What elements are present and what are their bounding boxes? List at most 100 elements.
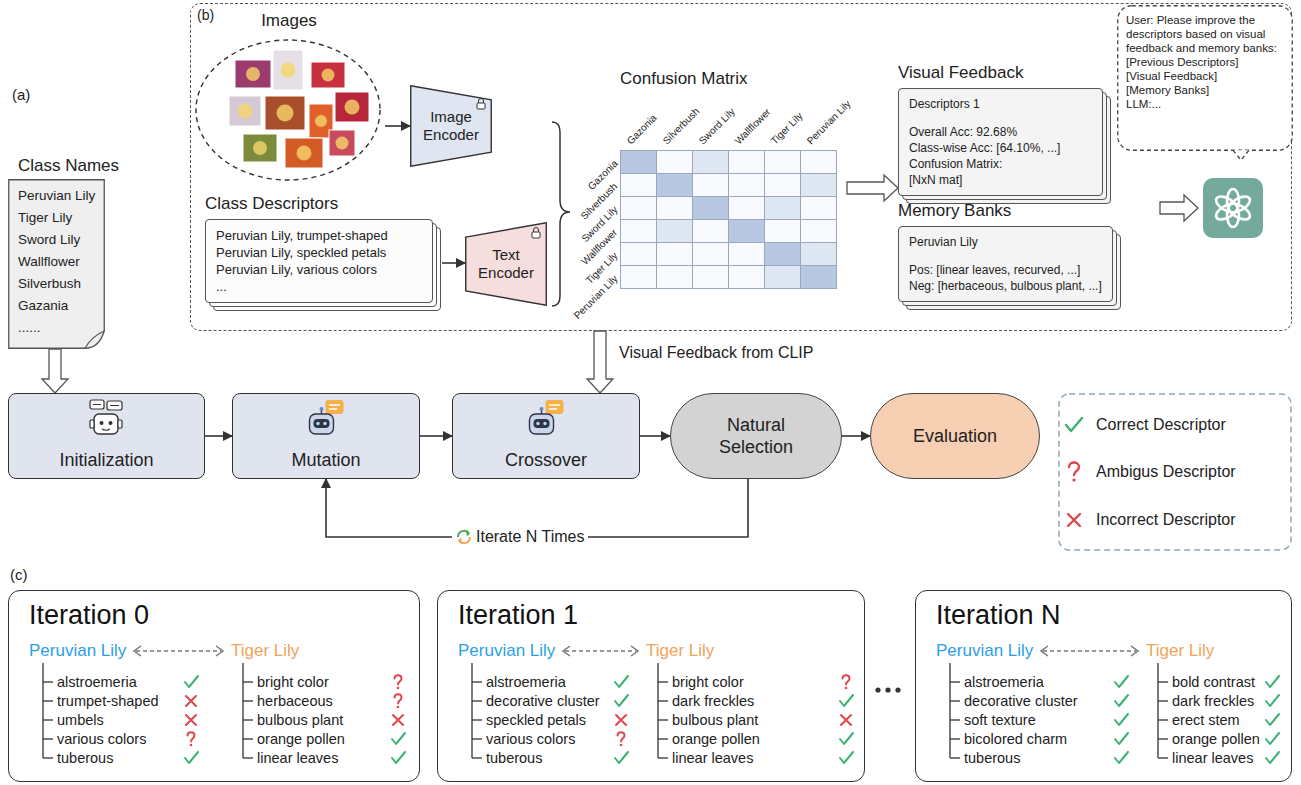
matrix-cell [621, 266, 657, 289]
prompt-line: [Visual Feedback] [1126, 69, 1284, 83]
tree-branch [472, 681, 482, 682]
lock-shackle [534, 228, 539, 233]
chat-lines [93, 405, 119, 406]
question-mark [395, 675, 402, 689]
bubble-outline [1118, 6, 1293, 151]
check-mark [1266, 676, 1279, 687]
card-front: Peruvian Lily, trumpet-shapedPeruvian Li… [205, 219, 433, 303]
flower-photo [235, 60, 271, 88]
lock-shackle [479, 99, 484, 104]
flower-center [277, 105, 294, 122]
descriptor-text: bright color [257, 673, 329, 691]
memory-stack: Memory BanksPeruvian LilyPos: [linear le… [898, 200, 1122, 311]
check-stroke [615, 752, 628, 763]
legend-text: Ambigus Descriptor [1096, 462, 1236, 482]
check-stroke [392, 752, 405, 763]
check-mark [1115, 714, 1128, 725]
card-line: Pos: [linear leaves, recurved, ...] [909, 262, 1102, 278]
cross-mark [1068, 514, 1080, 526]
process-box: Crossover [452, 393, 640, 479]
descriptor-text: orange pollen [1172, 730, 1260, 748]
matrix-axis-label: Wallflower [733, 106, 774, 147]
matrix-cell [765, 151, 801, 174]
step-icon [453, 394, 641, 440]
check-mark [615, 752, 628, 763]
cross-stroke [841, 715, 851, 725]
flower-photo [311, 62, 345, 88]
tree-trunk [657, 663, 658, 758]
card-line: ... [216, 278, 422, 295]
matrix-cell [657, 243, 693, 266]
check-stroke [392, 733, 405, 744]
prompt-line: [Memory Banks] [1126, 83, 1284, 97]
class-name: Peruvian Lily [936, 641, 1033, 661]
flower-center [253, 141, 267, 155]
matrix-axis-label: Gazonia [625, 112, 660, 147]
confusion-matrix: Confusion Matrix [615, 68, 847, 294]
image-collage [193, 12, 385, 184]
tree-branch [43, 681, 53, 682]
check-mark [185, 676, 198, 687]
tree-branch [243, 757, 253, 758]
class-name: Tiger Lily [646, 641, 714, 661]
arrow-head [631, 646, 638, 656]
check-mark [185, 752, 198, 763]
descriptor-text: tuberous [486, 749, 542, 767]
question-mark [1069, 463, 1079, 476]
legend-text: Incorrect Descriptor [1096, 510, 1236, 530]
check-stroke [1266, 752, 1279, 763]
descriptor-text: linear leaves [257, 749, 338, 767]
class-name: Sword Lily [18, 229, 95, 251]
connector [420, 435, 452, 437]
robot-head [310, 414, 334, 434]
card-line: Peruvian Lily, various colors [216, 261, 422, 278]
descriptor-stack: Class DescriptorsPeruvian Lily, trumpet-… [205, 193, 442, 312]
card-front: Descriptors 1Overall Acc: 92.68%Class-wi… [898, 88, 1103, 196]
arrow-head [216, 646, 223, 656]
check-mark [1266, 714, 1279, 725]
matrix-cell [693, 243, 729, 266]
tree-branch [1158, 681, 1168, 682]
double-arrow-line [565, 650, 636, 652]
descriptor-text: various colors [57, 730, 146, 748]
step-icon [233, 394, 421, 440]
iteration-title: Iteration 1 [458, 599, 578, 631]
matrix-cell [801, 266, 837, 289]
legend-text: Correct Descriptor [1096, 415, 1226, 435]
matrix-cell [693, 266, 729, 289]
check-mark [392, 733, 405, 744]
matrix-cell [621, 174, 657, 197]
check-stroke [1266, 695, 1279, 706]
check-stroke [840, 695, 853, 706]
matrix-cell [621, 151, 657, 174]
descriptor-text: linear leaves [1172, 749, 1253, 767]
double-arrow-line [1043, 650, 1136, 652]
descriptor-text: decorative cluster [486, 692, 600, 710]
hollow-arrow [1160, 195, 1198, 221]
card-line: [NxN mat] [909, 172, 1092, 188]
tree-trunk [949, 663, 950, 758]
arrow-head [134, 646, 141, 656]
hollow-arrow [587, 331, 613, 393]
check-stroke [1115, 733, 1128, 744]
check-stroke [1266, 733, 1279, 744]
robot-head [94, 414, 118, 434]
ellipsis-dot [895, 687, 900, 692]
trapezoid-outline [411, 86, 492, 167]
iteration-panel: Iteration NPeruvian LilyTiger Lilyalstro… [915, 590, 1292, 782]
dashed-ellipse [196, 40, 380, 180]
question-stroke [618, 732, 625, 741]
matrix-cell [693, 151, 729, 174]
knot-loop [1214, 193, 1241, 215]
card-line: Peruvian Lily, trumpet-shaped [216, 227, 422, 244]
check-mark [1266, 733, 1279, 744]
check-stroke [185, 676, 198, 687]
ellipsis-dot [885, 687, 890, 692]
matrix-cell [729, 243, 765, 266]
matrix-cell [801, 220, 837, 243]
matrix-axis-label: Tiger Lily [769, 110, 806, 147]
step-label: Crossover [453, 449, 639, 471]
section-title: Images [193, 10, 385, 32]
matrix-cell [657, 220, 693, 243]
tree-branch [950, 700, 960, 701]
